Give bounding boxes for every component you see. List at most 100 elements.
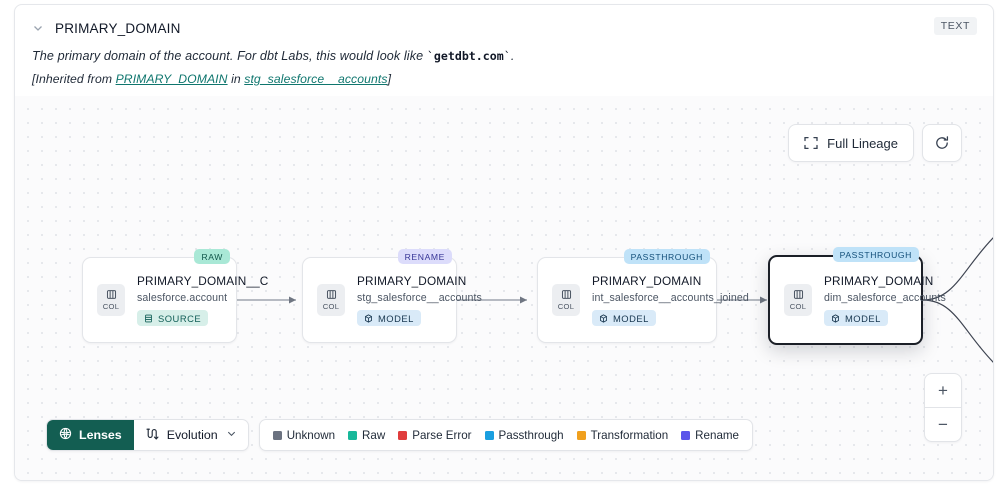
cube-icon [599, 313, 608, 323]
legend-swatch-raw [348, 430, 358, 440]
description-text: The primary domain of the account. For d… [32, 49, 427, 63]
node-kind-label: MODEL [845, 312, 881, 324]
col-chip-label: COL [102, 302, 120, 311]
expand-icon [804, 136, 818, 150]
lineage-bottom-bar: Lenses Evolution [46, 419, 753, 451]
legend-label: Transformation [590, 428, 669, 442]
legend-item: Rename [681, 429, 739, 442]
columns-icon [561, 289, 572, 302]
node-subtitle: salesforce.account [137, 292, 228, 304]
node-title: PRIMARY_DOMAIN [592, 274, 702, 288]
legend-swatch-passthrough [484, 430, 494, 440]
edge-out-1 [922, 237, 993, 301]
aperture-icon [59, 427, 72, 443]
node-kind-badge: SOURCE [137, 310, 209, 326]
chevron-down-icon[interactable] [31, 21, 45, 35]
legend-swatch-rename [681, 430, 691, 440]
node-body: PRIMARY_DOMAIN dim_salesforce_accounts M… [824, 274, 946, 326]
node-title: PRIMARY_DOMAIN [824, 274, 934, 288]
legend-swatch-transformation [576, 430, 586, 440]
legend-swatch-parse-error [398, 430, 408, 440]
legend-label: Raw [362, 428, 386, 442]
node-kind-label: MODEL [613, 312, 649, 324]
zoom-controls: + − [924, 373, 962, 442]
columns-icon [326, 289, 337, 302]
node-tag: RENAME [397, 249, 452, 264]
chevron-down-icon [226, 428, 237, 442]
legend-label: Parse Error [412, 428, 472, 442]
refresh-button[interactable] [922, 124, 962, 162]
node-title: PRIMARY_DOMAIN__C [137, 274, 269, 288]
legend-label: Rename [695, 428, 739, 442]
description-code: getdbt.com [433, 49, 504, 63]
node-body: PRIMARY_DOMAIN__C salesforce.account SOU… [137, 274, 268, 326]
node-kind-label: MODEL [378, 312, 414, 324]
node-body: PRIMARY_DOMAIN stg_salesforce__accounts … [357, 274, 482, 326]
cube-icon [364, 313, 373, 323]
legend-item: Transformation [576, 428, 669, 442]
lineage-node[interactable]: COL PRIMARY_DOMAIN__C salesforce.account… [82, 249, 268, 343]
refresh-icon [934, 135, 950, 151]
node-kind-badge: MODEL [357, 310, 421, 326]
legend-label: Unknown [286, 428, 336, 442]
edge-out-2 [922, 299, 993, 363]
legend-item: Parse Error [398, 428, 472, 442]
lineage-node[interactable]: COL PRIMARY_DOMAIN stg_salesforce__accou… [302, 249, 482, 343]
inherited-column-link[interactable]: PRIMARY_DOMAIN [115, 72, 228, 86]
full-lineage-button[interactable]: Full Lineage [788, 124, 914, 162]
database-icon [144, 314, 153, 323]
evolution-label: Evolution [166, 428, 218, 442]
cube-icon [831, 313, 840, 323]
node-kind-badge: MODEL [824, 310, 888, 326]
col-chip-label: COL [789, 302, 807, 311]
legend-item: Raw [348, 429, 385, 442]
inherited-prefix: [Inherited from [32, 72, 116, 86]
col-chip-label: COL [557, 302, 575, 311]
column-type-badge: TEXT [933, 17, 977, 35]
lineage-canvas[interactable]: Full Lineage COL PRIMARY_DOMAIN [15, 96, 993, 480]
column-description: The primary domain of the account. For d… [32, 48, 977, 65]
zoom-out-button[interactable]: − [938, 414, 948, 434]
legend-swatch-unknown [272, 430, 282, 440]
node-title: PRIMARY_DOMAIN [357, 274, 467, 288]
node-subtitle: stg_salesforce__accounts [357, 292, 482, 304]
inherited-suffix: ] [387, 72, 392, 86]
lenses-evolution-group: Lenses Evolution [46, 419, 249, 451]
legend-item: Unknown [272, 428, 336, 442]
lineage-node-selected[interactable]: COL PRIMARY_DOMAIN dim_salesforce_accoun… [768, 247, 946, 345]
evolution-icon [145, 427, 159, 444]
inherited-model-link[interactable]: stg_salesforce__accounts [244, 72, 388, 86]
legend-label: Passthrough [498, 428, 564, 442]
legend-item: Passthrough [484, 428, 564, 442]
lineage-controls: Full Lineage [788, 124, 962, 162]
node-body: PRIMARY_DOMAIN int_salesforce__accounts_… [592, 274, 749, 326]
node-tag: PASSTHROUGH [832, 247, 919, 262]
zoom-in-button[interactable]: + [925, 374, 961, 408]
lineage-node[interactable]: COL PRIMARY_DOMAIN int_salesforce__accou… [537, 249, 749, 343]
node-subtitle: dim_salesforce_accounts [824, 292, 946, 304]
lineage-edges [237, 237, 993, 363]
node-tag: PASSTHROUGH [623, 249, 710, 264]
col-chip: COL [97, 284, 125, 316]
col-chip: COL [317, 284, 345, 316]
column-lineage-panel: PRIMARY_DOMAIN TEXT The primary domain o… [14, 4, 994, 481]
inherited-mid: in [227, 72, 245, 86]
lenses-button[interactable]: Lenses [47, 420, 134, 450]
panel-header: PRIMARY_DOMAIN TEXT The primary domain o… [15, 5, 993, 98]
node-tag: RAW [194, 249, 230, 264]
columns-icon [106, 289, 117, 302]
backtick-open: ` [426, 49, 434, 63]
col-chip: COL [784, 284, 812, 316]
lineage-legend: Unknown Raw Parse Error Passthrough Tran… [258, 419, 753, 451]
col-chip-label: COL [322, 302, 340, 311]
page-title: PRIMARY_DOMAIN [55, 20, 181, 36]
evolution-dropdown[interactable]: Evolution [134, 420, 248, 450]
backtick-close: ` [503, 49, 511, 63]
node-kind-badge: MODEL [592, 310, 656, 326]
description-suffix: . [510, 49, 515, 63]
lenses-label: Lenses [79, 428, 122, 442]
full-lineage-label: Full Lineage [827, 135, 898, 151]
columns-icon [793, 289, 804, 302]
col-chip: COL [552, 284, 580, 316]
node-kind-label: SOURCE [158, 312, 202, 324]
